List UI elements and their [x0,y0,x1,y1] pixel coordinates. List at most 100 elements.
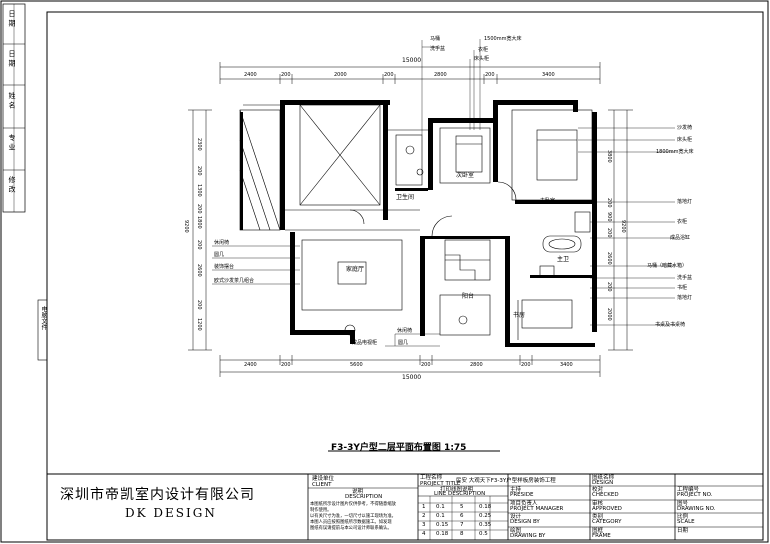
fields-mid-label-cn: 绘图 [510,528,522,534]
fields-mid-label-en: DESIGN BY [510,519,540,525]
line-table-cell: 0.5 [479,531,488,537]
fields-far-label-en: PROJECT NO. [677,492,713,498]
fields-mid-label-cn: 主持 [510,487,522,493]
desc-label-cn: 说明 [352,489,364,495]
dim-bottom-6: 200 [521,362,531,368]
title-block-grid [47,473,763,540]
client-label-cn: 建设单位 [312,476,335,482]
project-name: 民安 大观天下F3-3Y户型样板房装饰工程 [456,478,556,484]
dim-right-6: 200 [606,282,612,292]
line-table-cell: 3 [422,522,426,528]
callout-floor-lamp: 落地灯 [677,199,693,205]
fields-right-label-en: APPROVED [592,506,622,512]
room-master: 主卧室 [540,198,556,204]
room-bedroom2: 次卧室 [456,172,475,179]
desc-line-4: 本图人员应按照图纸所示数据施工。如发现 [310,520,392,525]
callout-lounge-chair-2: 休闲椅 [397,328,413,334]
desc-line-3: 以有关尺寸为准，一切尺寸以施工现场为准。 [310,514,396,519]
dim-bottom-7: 3400 [560,362,573,368]
fields-mid-label-en: PROJECT MANAGER [510,506,564,512]
desc-line-2: 制作使用。 [310,508,332,513]
dim-left-8: 200 [196,300,202,310]
dim-top-5: 2800 [434,72,447,78]
fields-far-label-cn: 工程编号 [677,487,700,493]
dim-right-2: 200 [606,198,612,208]
fields-mid-label-cn: 设计 [510,514,522,520]
line-table-cell: 5 [460,504,464,510]
project-label-cn: 工程名称 [420,475,443,481]
dim-left-total: 9200 [183,220,189,233]
dim-bottom-4: 200 [421,362,431,368]
file-strip [37,299,48,361]
dim-left-7: 2600 [196,264,202,277]
dim-bottom-total: 15000 [402,374,422,381]
callout-floor-lamp-2: 落地灯 [677,295,693,301]
side-label-date-2: 日 期 [8,50,16,67]
walls [240,100,597,347]
fields-right-label-cn: 校对 [592,487,604,493]
fields-right-label-en: FRAME [592,533,611,539]
callout-bathtub: 成品浴缸 [670,235,691,241]
line-table-cell: 2 [422,513,426,519]
callout-wardrobe-top: 衣柜 [478,47,489,53]
desc-line-1: 本图纸所示设计图片仅供参考，不得随意缩放 [310,502,396,507]
callout-lounge-chair: 休闲椅 [214,240,230,246]
dim-top-6: 200 [485,72,495,78]
dim-right-5: 2600 [606,252,612,265]
line-table-cell: 1 [422,504,426,510]
client-label-en: CLIENT [312,482,332,488]
callout-tv-cabinet: 成品电视柜 [352,340,378,346]
room-balcony: 阳台 [462,293,475,300]
dim-left-5: 1800 [196,216,202,229]
line-table-cell: 0.1 [436,513,445,519]
fields-far-label-en: DRAWING NO. [677,506,716,512]
line-table-cell: 0.25 [479,513,492,519]
line-table-cell: 6 [460,513,464,519]
fields-far-label-en: SCALE [677,519,695,525]
fields-right-label-cn: 图纸名称 [592,475,615,481]
company-name: 深圳市帝凯室内设计有限公司 [60,487,255,503]
dim-left-2: 200 [196,166,202,176]
plan-title: F3-3Y户型二层平面布置图 1:75 [331,443,467,453]
side-label-revision: 修 改 [8,176,16,193]
dim-right-7: 2000 [606,308,612,321]
line-table-cell: 8 [460,531,464,537]
side-label-date: 日 期 [8,10,16,27]
dim-right-1: 3800 [606,150,612,163]
room-bath: 卫生间 [396,194,415,201]
side-label-file: 电脑文件 [40,306,47,330]
line-table-cell: 0.18 [479,504,492,510]
room-master-bath: 主卫 [557,256,570,263]
dimension-lines-sides [188,109,633,351]
dim-top-1: 2400 [244,72,257,78]
room-family: 家庭厅 [346,266,365,273]
line-table-cell: 0.1 [436,504,445,510]
fields-right-label-en: CHECKED [592,492,619,498]
side-label-name: 姓 名 [8,92,16,109]
fields-right-label-cn: 审核 [592,501,604,507]
dimension-lines-bottom [219,355,601,377]
callout-round-table-2: 圆几 [398,340,409,346]
dim-left-3: 1300 [196,184,202,197]
inner-frame [46,11,764,541]
callout-wardrobe: 衣柜 [677,219,688,225]
dim-bottom-1: 2400 [244,362,257,368]
dimension-lines-top [219,62,601,84]
fields-right-label-en: DESIGN [592,480,614,486]
callout-nightstand-top: 床头柜 [474,56,490,62]
callout-basin-right: 洗手盆 [677,275,693,281]
callout-nightstand: 床头柜 [677,137,693,143]
fields-far-label-cn: 比例 [677,514,689,520]
desc-line-5: 图纸有误请提前与本公司设计师联系确认。 [310,526,392,531]
dim-top-4: 200 [384,72,394,78]
dim-top-3: 2000 [334,72,347,78]
callout-bed-1500: 1500mm宽大床 [484,36,522,42]
callout-round-table: 圆几 [214,252,225,258]
project-label-en: PROJECT TITLE [420,481,461,487]
dim-left-1: 2300 [196,138,202,151]
line-table-cell: 0.18 [436,531,449,537]
fields-mid-label-en: DRAWING BY [510,533,546,539]
dim-left-4: 200 [196,204,202,214]
